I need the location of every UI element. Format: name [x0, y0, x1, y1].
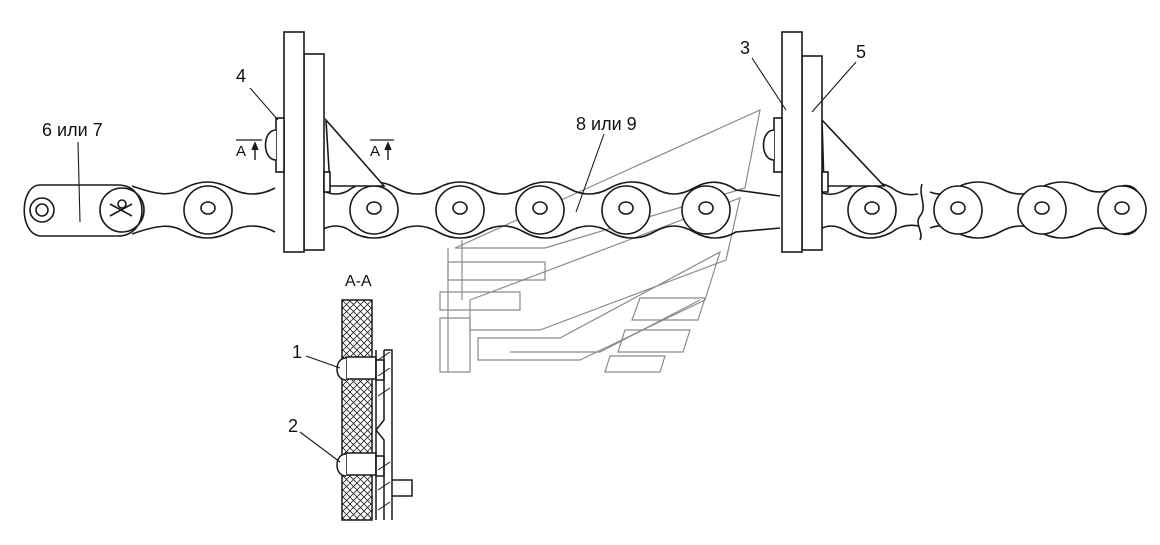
roller-pin [618, 201, 634, 215]
section-mark-text: А [236, 143, 246, 160]
scraper-plate-back [303, 53, 325, 251]
section-arrow-icon [251, 141, 259, 160]
scraper-plate [781, 31, 803, 253]
bolt-cap [762, 129, 775, 161]
scraper-bracket [325, 117, 386, 187]
nut-1 [375, 359, 385, 381]
roller-pin [950, 201, 966, 215]
nut-2 [375, 455, 385, 477]
leader-8-9 [575, 133, 605, 213]
cotter-pin-head [117, 199, 127, 209]
roller [99, 187, 145, 233]
section-arrow-icon [384, 141, 392, 160]
label-part-2: 2 [288, 416, 298, 436]
cotter-pin [109, 203, 133, 217]
section-strip [375, 349, 413, 520]
label-part-1: 1 [292, 342, 302, 362]
label-part-3: 3 [740, 38, 750, 58]
roller-chain [23, 31, 1147, 253]
roller-pin [1034, 201, 1050, 215]
leader-2 [299, 431, 341, 463]
scraper-clamp [323, 171, 331, 193]
watermark-logo [439, 108, 761, 373]
roller-pin [1114, 201, 1130, 215]
leader-5 [811, 61, 857, 113]
leader-4 [249, 87, 279, 121]
section-marker-left: А [236, 139, 262, 160]
section-bolt-1 [345, 356, 377, 380]
scraper-plate [283, 31, 305, 253]
section-bolt-2 [345, 452, 377, 476]
chain-contour-bottom [131, 185, 1144, 239]
bolt-cap-1 [336, 357, 347, 381]
scraper-clamp [821, 171, 829, 193]
leader-3 [751, 57, 787, 111]
section-a-a [336, 299, 413, 521]
bolt-cap-2 [336, 453, 347, 477]
section-plate-hatched [341, 299, 373, 521]
label-part-5: 5 [856, 42, 866, 62]
bolt-head [275, 117, 285, 173]
roller-pin [698, 201, 714, 215]
section-marker-right: А [370, 139, 394, 160]
callouts [77, 57, 857, 463]
leader-6-7 [77, 141, 81, 223]
label-texts: 4 6 или 7 8 или 9 3 5 А-А 1 2 [42, 38, 866, 436]
label-part-8-9: 8 или 9 [576, 114, 637, 134]
scraper-bracket [821, 117, 886, 187]
roller-pin [452, 201, 468, 215]
label-part-6-7: 6 или 7 [42, 120, 103, 140]
chain-contour-top [131, 181, 1123, 197]
section-bracket-hatch [377, 351, 391, 511]
roller-pin [532, 201, 548, 215]
scraper-right [762, 31, 886, 253]
bolt-head [773, 117, 783, 173]
label-section-title: А-А [345, 273, 372, 290]
leader-1 [305, 355, 341, 369]
rollers [99, 185, 1147, 235]
break-line [917, 183, 924, 241]
scraper-plate-back [801, 55, 823, 251]
roller-pin [366, 201, 382, 215]
label-part-4: 4 [236, 66, 246, 86]
bolt-cap [264, 129, 277, 161]
roller-pin [864, 201, 880, 215]
roller-pin [200, 201, 216, 215]
section-mark-text: А [370, 143, 380, 160]
end-link-hole-inner [35, 203, 49, 217]
scraper-left [264, 31, 386, 253]
